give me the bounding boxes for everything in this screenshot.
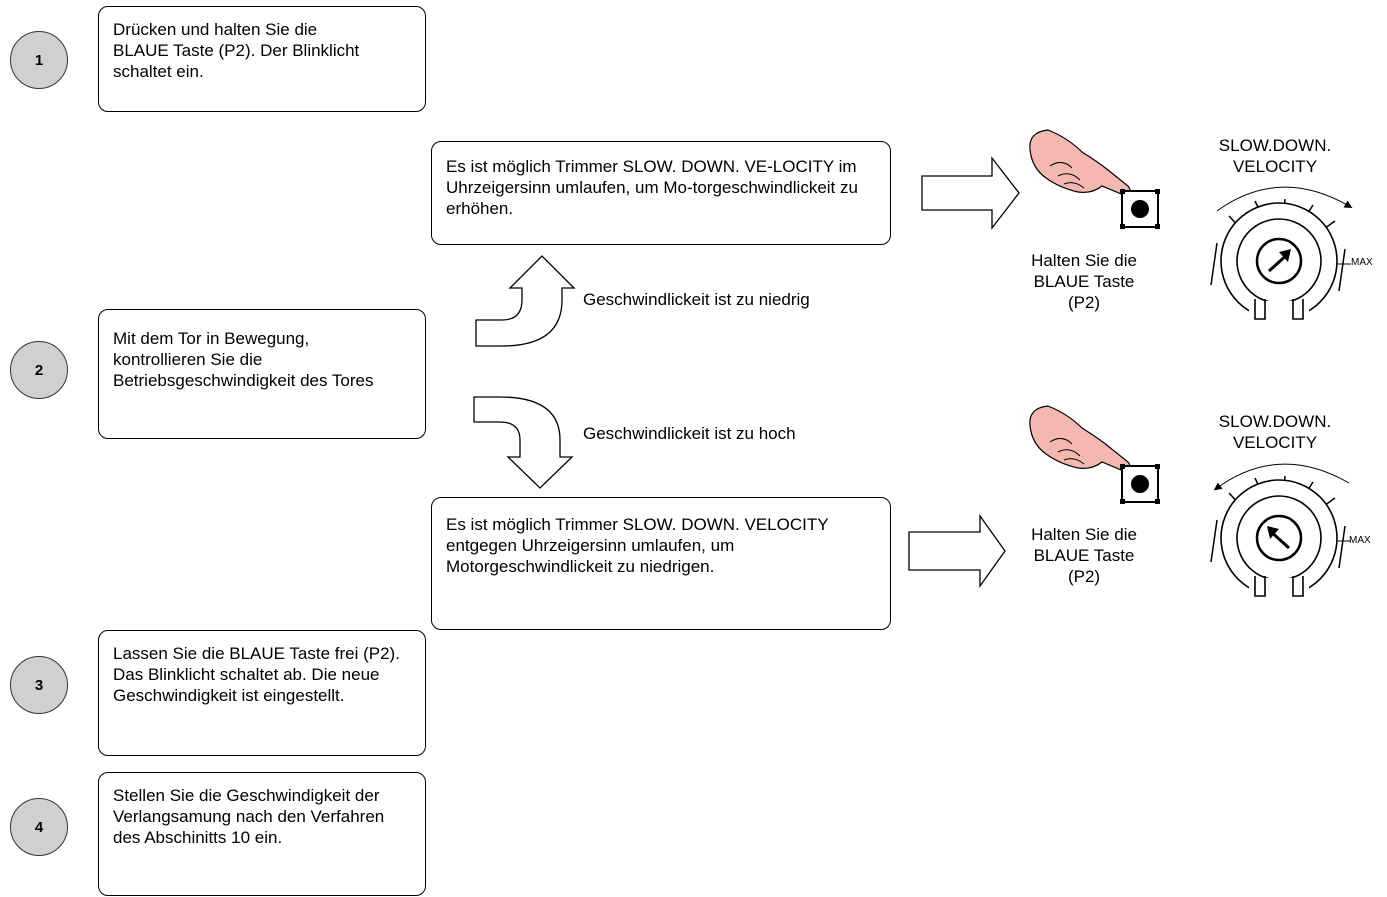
step-4-text: Stellen Sie die Geschwindigkeit der Verl… (113, 786, 385, 847)
step-number-1: 1 (10, 31, 68, 89)
condition-too-low: Geschwindlickeit ist zu niedrig (583, 290, 810, 309)
step-2-box: Mit dem Tor in Bewegung, kontrollieren S… (98, 309, 426, 439)
arrow-down-curved-icon (473, 396, 574, 489)
trimmer-title-low: SLOW.DOWN. VELOCITY (1200, 135, 1350, 177)
trimmer-title-high-line1: SLOW.DOWN. (1218, 412, 1332, 431)
step-1-text: Drücken und halten Sie die BLAUE Taste (… (113, 20, 360, 81)
hand-press-icon (1029, 405, 1132, 473)
step-number-3: 3 (10, 656, 68, 714)
trimmer-dial-icon (1210, 463, 1351, 598)
trimmer-max-label-low: MAX (1351, 257, 1373, 268)
arrow-right-icon-low (921, 156, 1020, 230)
push-button-icon (1120, 464, 1160, 504)
trimmer-max-label-high: MAX (1349, 535, 1371, 546)
trimmer-title-high-line2: VELOCITY (1232, 433, 1318, 452)
instruction-low-box: Es ist möglich Trimmer SLOW. DOWN. VE-LO… (431, 141, 891, 245)
step-4-box: Stellen Sie die Geschwindigkeit der Verl… (98, 772, 426, 896)
step-2-text: Mit dem Tor in Bewegung, kontrollieren S… (113, 329, 374, 390)
hand-press-icon (1029, 129, 1132, 197)
step-1-box: Drücken und halten Sie die BLAUE Taste (… (98, 6, 426, 112)
step-3-box: Lassen Sie die BLAUE Taste frei (P2). Da… (98, 630, 426, 756)
step-number-2: 2 (10, 341, 68, 399)
arrow-right-icon-high (908, 513, 1006, 589)
trimmer-title-low-line1: SLOW.DOWN. (1218, 136, 1332, 155)
instruction-high-box: Es ist möglich Trimmer SLOW. DOWN. VELOC… (431, 497, 891, 630)
step-3-text: Lassen Sie die BLAUE Taste frei (P2). Da… (113, 644, 400, 705)
condition-too-high: Geschwindlickeit ist zu hoch (583, 424, 796, 443)
hold-button-label-high: Halten Sie die BLAUE Taste (P2) (1031, 525, 1137, 586)
step-number-4: 4 (10, 798, 68, 856)
hold-button-label-low: Halten Sie die BLAUE Taste (P2) (1031, 251, 1137, 312)
trimmer-title-high: SLOW.DOWN. VELOCITY (1200, 411, 1350, 453)
instruction-low-text: Es ist möglich Trimmer SLOW. DOWN. VE-LO… (446, 157, 858, 218)
trimmer-dial-icon (1210, 186, 1353, 321)
instruction-high-text: Es ist möglich Trimmer SLOW. DOWN. VELOC… (446, 515, 829, 576)
arrow-up-curved-icon (475, 255, 576, 347)
trimmer-title-low-line2: VELOCITY (1232, 157, 1318, 176)
push-button-icon (1120, 189, 1160, 229)
